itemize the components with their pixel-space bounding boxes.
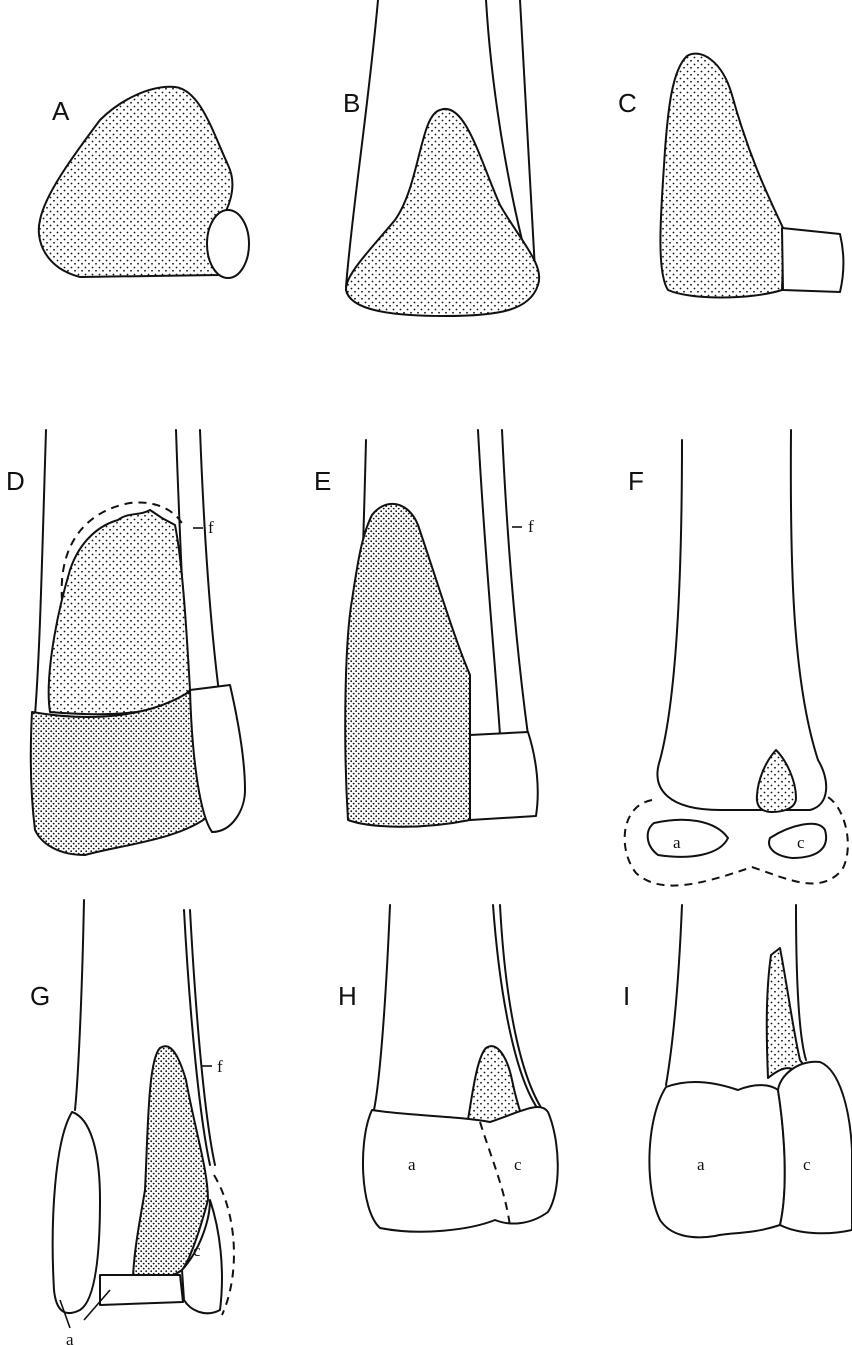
growth-plate	[100, 1275, 183, 1305]
shaft-outline	[666, 905, 682, 1085]
shaft-outline	[35, 430, 46, 715]
ossification-center	[346, 109, 539, 316]
epiphysis-ossification	[31, 690, 211, 855]
shaft-outline	[374, 905, 390, 1110]
marker-c: c	[803, 1155, 811, 1174]
fibula-line	[502, 430, 528, 735]
panel-g: G a c f	[30, 900, 234, 1345]
panel-f: F a c	[625, 430, 848, 886]
marker-c: c	[514, 1155, 522, 1174]
marker-c: c	[797, 833, 805, 852]
panel-label-b: B	[343, 88, 360, 118]
growth-plate	[658, 760, 827, 810]
shaft-outline	[75, 900, 84, 1110]
panel-i: I a c	[623, 905, 852, 1237]
panel-label-d: D	[6, 466, 25, 496]
marker-f: f	[208, 518, 214, 537]
panel-label-g: G	[30, 981, 50, 1011]
panel-a: A	[39, 87, 249, 278]
marker-f: f	[217, 1057, 223, 1076]
shaft-outline	[791, 430, 818, 760]
panel-label-e: E	[314, 466, 331, 496]
ossification-center	[757, 750, 796, 812]
marker-a: a	[697, 1155, 705, 1174]
marker-f: f	[528, 517, 534, 536]
panel-e: E f	[314, 430, 538, 827]
ossification-center	[660, 54, 784, 298]
epiphysis-block	[470, 732, 538, 820]
panel-h: H a c	[338, 905, 558, 1232]
marker-a: a	[66, 1330, 74, 1345]
epiphysis-a	[648, 820, 728, 857]
marker-c: c	[193, 1241, 201, 1260]
panel-b: B	[343, 0, 539, 316]
epiphysis-c	[778, 1062, 852, 1233]
shaft-outline	[346, 0, 378, 287]
epiphysis-a	[53, 1112, 100, 1313]
shaft-outline	[796, 905, 806, 1060]
panel-d: D f	[6, 430, 245, 855]
panel-label-h: H	[338, 981, 357, 1011]
marker-a: a	[673, 833, 681, 852]
panel-label-f: F	[628, 466, 644, 496]
shaft-outline	[660, 440, 682, 760]
epiphysis-a	[649, 1082, 784, 1237]
panel-c: C	[618, 54, 843, 298]
epiphysis-block	[782, 228, 843, 292]
fibula-line	[200, 430, 220, 700]
panel-label-i: I	[623, 981, 630, 1011]
ossification-center	[49, 510, 190, 714]
epiphysis-nodule	[207, 210, 249, 278]
marker-a: a	[408, 1155, 416, 1174]
epiphysis-row	[363, 1107, 558, 1232]
ossification-center	[345, 504, 470, 827]
panel-label-c: C	[618, 88, 637, 118]
shaft-outline	[478, 430, 500, 735]
panel-label-a: A	[52, 96, 70, 126]
